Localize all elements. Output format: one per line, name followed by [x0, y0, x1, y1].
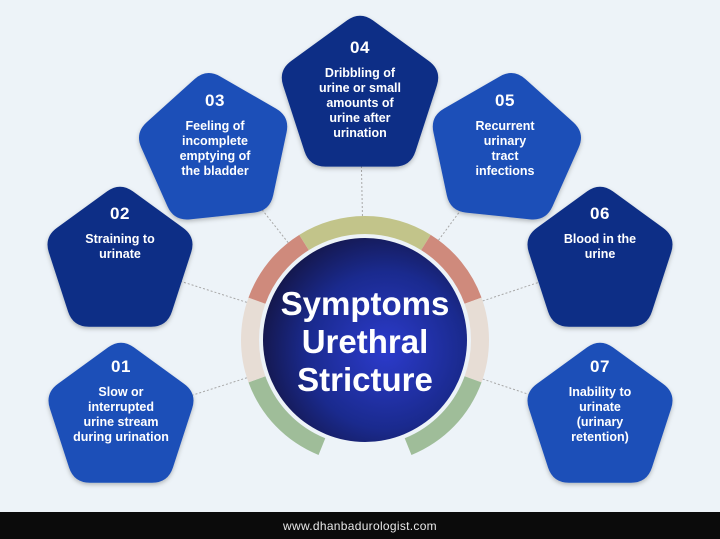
ring-segment-1: [248, 376, 326, 455]
symptom-pentagon-6: [527, 186, 673, 327]
connector-line-1: [158, 373, 259, 407]
symptom-pentagon-3: [138, 73, 288, 220]
connector-line-4: [360, 136, 364, 229]
symptom-pentagon-2: [47, 186, 193, 327]
infographic-canvas: 01 Slow or interrupted urine stream duri…: [47, 15, 673, 483]
symptom-pentagon-5: [432, 73, 582, 220]
connector-line-3: [239, 181, 296, 253]
symptom-pentagons: [47, 15, 673, 483]
symptom-pentagon-1: [48, 342, 194, 483]
center-circle: [263, 238, 467, 442]
ring-segment-4: [299, 216, 431, 251]
center-ring: [241, 216, 489, 455]
connector-line-2: [157, 273, 259, 307]
symptom-pentagon-7: [527, 342, 673, 483]
ring-segment-6: [464, 297, 489, 383]
connector-lines: [157, 136, 563, 407]
ring-segment-3: [248, 234, 309, 304]
diagram-svg: [47, 15, 673, 483]
ring-segment-2: [241, 297, 266, 383]
ring-segment-5: [421, 234, 482, 304]
footer-website-link[interactable]: www.dhanbadurologist.com: [283, 518, 437, 533]
center-title: Symptoms Urethral Stricture: [280, 285, 450, 398]
symptom-pentagon-4: [281, 15, 439, 167]
footer-bar: www.dhanbadurologist.com: [0, 512, 720, 539]
ring-segment-7: [404, 376, 482, 455]
